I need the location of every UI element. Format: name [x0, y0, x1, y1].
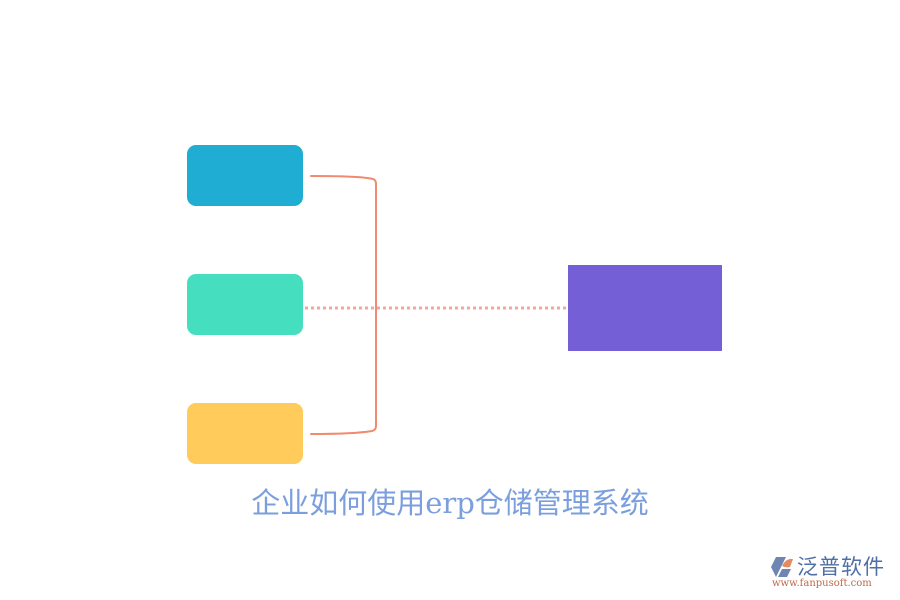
fanpu-logo-icon: [771, 557, 793, 577]
node-middle: [187, 274, 303, 335]
node-target: [568, 265, 722, 351]
watermark-url: www.fanpusoft.com: [772, 578, 872, 589]
bracket-connector: [310, 175, 377, 435]
node-bottom: [187, 403, 303, 464]
watermark-brand: 泛普软件: [797, 555, 885, 579]
watermark-logo: 泛普软件 www.fanpusoft.com: [770, 553, 895, 593]
diagram-title: 企业如何使用erp仓储管理系统: [251, 486, 649, 520]
node-top: [187, 145, 303, 206]
